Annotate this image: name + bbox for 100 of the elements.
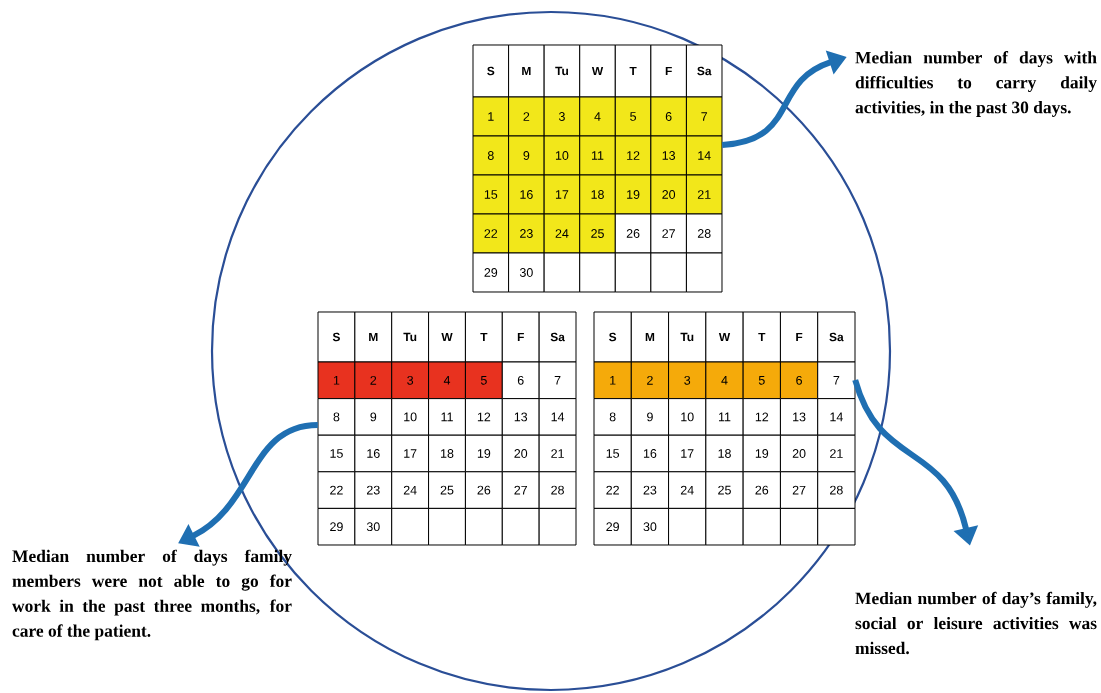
calendar-cell: 4 xyxy=(579,96,616,137)
calendar-cell: W xyxy=(579,44,616,98)
calendar-cell: F xyxy=(650,44,687,98)
calendar-cell: 22 xyxy=(593,471,632,509)
calendar-cell: 6 xyxy=(650,96,687,137)
calendar-cell: 8 xyxy=(593,398,632,436)
calendar-cell: 3 xyxy=(391,361,430,400)
calendar-cell: Tu xyxy=(543,44,581,98)
calendar-cell: 2 xyxy=(630,361,670,400)
calendar-cell: 12 xyxy=(742,398,781,436)
calendar-cell: 11 xyxy=(705,398,744,436)
calendar-cell: S xyxy=(472,44,510,98)
calendar-cell: 25 xyxy=(705,471,744,509)
calendar-cell: 24 xyxy=(668,471,707,509)
calendar-cell: 1 xyxy=(472,96,510,137)
calendar-cell: 20 xyxy=(779,434,819,473)
calendar-cell: 27 xyxy=(501,471,540,509)
calendar-cell: 30 xyxy=(630,507,670,546)
calendar-cell: 24 xyxy=(543,213,581,254)
calendar-cell: 12 xyxy=(614,135,652,176)
calendar-cell: 21 xyxy=(685,174,723,215)
calendar-cell: 2 xyxy=(508,96,545,137)
calendar-cell: 18 xyxy=(579,174,616,215)
calendar-cell: 14 xyxy=(685,135,723,176)
calendar-cell: 19 xyxy=(742,434,781,473)
calendar-cell: 9 xyxy=(630,398,670,436)
calendar-cell: 11 xyxy=(428,398,466,436)
calendar-cell: 29 xyxy=(317,507,356,546)
calendar-cell: 5 xyxy=(464,361,503,400)
calendar-cell: 16 xyxy=(508,174,545,215)
calendar-cell: 28 xyxy=(538,471,577,509)
calendar-cell: 21 xyxy=(817,434,856,473)
calendar-cell: 19 xyxy=(614,174,652,215)
calendar-cell: 17 xyxy=(391,434,430,473)
calendar-cell: F xyxy=(779,311,819,363)
calendar-cell: 18 xyxy=(428,434,466,473)
calendar-cell: 13 xyxy=(650,135,687,176)
calendar-cell: 22 xyxy=(317,471,356,509)
calendar-cell: 2 xyxy=(354,361,393,400)
calendar-cell: 27 xyxy=(779,471,819,509)
caption-text: Median number of day’s family, social or leisure activities was missed. xyxy=(855,591,1097,655)
calendar-cell: 8 xyxy=(317,398,356,436)
calendar-cell: 1 xyxy=(593,361,632,400)
calendar-cell: 12 xyxy=(464,398,503,436)
calendar-cell: 28 xyxy=(817,471,856,509)
calendar-cell: 5 xyxy=(742,361,781,400)
calendar-cell: 14 xyxy=(817,398,856,436)
calendar-cell: 8 xyxy=(472,135,510,176)
calendar-cell: 4 xyxy=(705,361,744,400)
calendar-cell: 17 xyxy=(543,174,581,215)
calendar-cell: W xyxy=(705,311,744,363)
calendar-cell: T xyxy=(742,311,781,363)
calendar-cell: 10 xyxy=(543,135,581,176)
calendar-cell: 22 xyxy=(472,213,510,254)
calendar-cell: 13 xyxy=(779,398,819,436)
calendar-cell: 25 xyxy=(428,471,466,509)
calendar-cell: 20 xyxy=(501,434,540,473)
calendar-cell: 10 xyxy=(668,398,707,436)
calendar-cell: 7 xyxy=(685,96,723,137)
calendar-cell: W xyxy=(428,311,466,363)
calendar xyxy=(472,44,723,293)
calendar-cell: S xyxy=(593,311,632,363)
calendar-cell: 26 xyxy=(464,471,503,509)
calendar-cell: 3 xyxy=(543,96,581,137)
calendar-cell: 7 xyxy=(538,361,577,400)
calendar-cell: 13 xyxy=(501,398,540,436)
calendar-cell: 6 xyxy=(779,361,819,400)
calendar-cell: Sa xyxy=(538,311,577,363)
calendar-cell: 16 xyxy=(354,434,393,473)
calendar-cell: 25 xyxy=(579,213,616,254)
calendar-cell: 30 xyxy=(354,507,393,546)
calendar-cell: 11 xyxy=(579,135,616,176)
calendar-cell: S xyxy=(317,311,356,363)
calendar-cell: 18 xyxy=(705,434,744,473)
calendar-cell: 19 xyxy=(464,434,503,473)
calendar-cell: 27 xyxy=(650,213,687,254)
calendar-cell: Sa xyxy=(685,44,723,98)
caption-text: Median number of days with difficulties to carry daily activities, in the past 30 days. xyxy=(855,51,1097,117)
calendar-cell: M xyxy=(354,311,393,363)
calendar xyxy=(317,311,577,546)
calendar-cell: Tu xyxy=(391,311,430,363)
calendar-cell: 26 xyxy=(614,213,652,254)
calendar-cell: 6 xyxy=(501,361,540,400)
calendar-cell: 30 xyxy=(508,252,545,293)
calendar-cell: T xyxy=(464,311,503,363)
calendar-cell: 24 xyxy=(391,471,430,509)
calendar-cell: 29 xyxy=(593,507,632,546)
calendar-cell: 15 xyxy=(317,434,356,473)
calendar-cell: 29 xyxy=(472,252,510,293)
calendar-cell: 15 xyxy=(472,174,510,215)
calendar-cell: 23 xyxy=(508,213,545,254)
calendar-cell: Tu xyxy=(668,311,707,363)
calendar-cell: 5 xyxy=(614,96,652,137)
calendar-cell: 10 xyxy=(391,398,430,436)
calendar-cell: 1 xyxy=(317,361,356,400)
calendar-cell: 23 xyxy=(354,471,393,509)
calendar-cell: 16 xyxy=(630,434,670,473)
calendar-cell: 28 xyxy=(685,213,723,254)
calendar-cell: 15 xyxy=(593,434,632,473)
calendar-cell: M xyxy=(508,44,545,98)
